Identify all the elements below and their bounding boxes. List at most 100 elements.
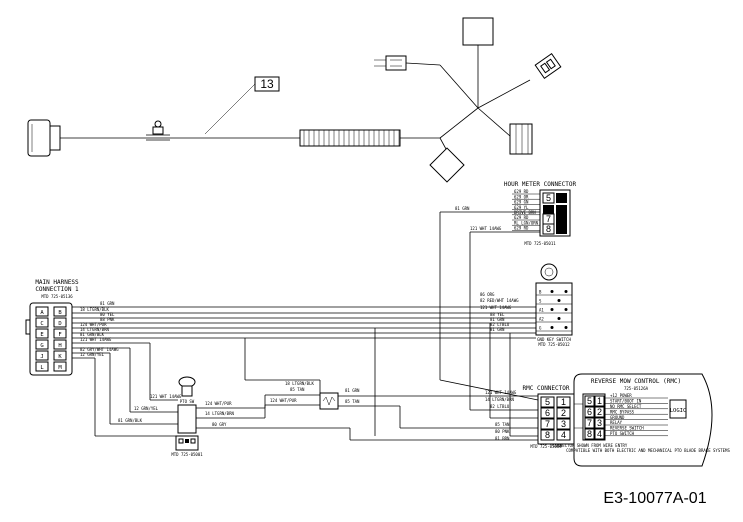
key-switch-contact xyxy=(557,317,561,320)
hour-wire-label: 121 WHT 14AWG xyxy=(470,226,502,231)
rmc-wire-label: 14 LTGRN/BRN xyxy=(485,397,514,402)
rmc-wire-label: 82 LTBLU xyxy=(490,404,510,409)
rmc-pin-label: 4 xyxy=(561,430,566,440)
rmc-pin xyxy=(556,396,571,408)
hour-pin-8: 8 xyxy=(546,224,551,234)
rmc-pin xyxy=(540,407,555,419)
harness-conduit xyxy=(299,129,401,147)
rmc-pin-label: 3 xyxy=(561,419,566,429)
reverse-part: 725-05126A xyxy=(624,386,649,391)
rmc-pin-label: 1 xyxy=(561,397,566,407)
logic-label: LOGIC xyxy=(670,408,687,414)
wire-labels: 81 GRN 18 LTGRN/BLK 80 YEL 88 PNK 124 WH… xyxy=(80,206,519,441)
relay-wire-label: 85 TAN xyxy=(290,387,305,392)
main-harness-pin xyxy=(53,328,67,339)
reverse-pin xyxy=(584,417,595,429)
hour-meter-wire-label: 629 RD xyxy=(514,226,529,231)
key-switch-contact xyxy=(557,299,561,302)
main-harness-pin xyxy=(53,306,67,317)
pto-part: MTD 725-05001 xyxy=(171,452,203,457)
key-switch-contact xyxy=(564,326,568,329)
main-harness-pin xyxy=(53,339,67,350)
reverse-pin-label: 7 xyxy=(587,418,592,428)
mh-wire-label: 82 GRY/WHT 14AWG xyxy=(80,347,119,352)
callout-box xyxy=(254,76,280,92)
reverse-pin-label: 5 xyxy=(587,396,592,406)
rmc-wire-label: 80 PNK xyxy=(495,429,510,434)
main-harness-connector: MAIN HARNESS CONNECTION 1 MTD 725-05136 … xyxy=(25,279,79,376)
reverse-wire-label: REVERSE SWITCH xyxy=(610,426,644,431)
mh-wire-label: 81 GRN xyxy=(100,301,115,306)
key-switch-icon xyxy=(540,263,558,281)
main-harness-pin-label: F xyxy=(58,332,61,338)
main-harness-pin-label: A xyxy=(40,310,44,316)
main-harness-pin-label: K xyxy=(58,354,62,360)
main-harness-pin xyxy=(53,361,67,372)
hour-meter-wire-label: 629 RD xyxy=(514,215,529,220)
main-harness-pin-label: C xyxy=(40,321,43,327)
pto-wire-label: 14 LTGRN/BRN xyxy=(205,411,234,416)
hour-meter-part: MTD 725-05011 xyxy=(524,241,556,246)
main-harness-subtitle: CONNECTION 1 xyxy=(35,286,79,293)
rmc-part: MTD 725-05084 xyxy=(530,444,562,449)
reverse-wire-label: START/BOOT IN xyxy=(610,399,642,404)
reverse-pin xyxy=(584,406,595,418)
pto-wire-label: 12 GRN/YEL xyxy=(134,406,159,411)
relay-wire-label: 81 GRN xyxy=(345,388,360,393)
rmc-pin-label: 8 xyxy=(545,430,550,440)
main-harness-pin xyxy=(35,361,49,372)
harness-right-connector xyxy=(509,123,533,155)
mh-wire-label: 12 GRN/YEL xyxy=(80,352,105,357)
main-harness-pin xyxy=(53,350,67,361)
reverse-pin-label: 2 xyxy=(597,407,602,417)
reverse-wire-label: RELAY xyxy=(610,420,623,425)
harness-clip xyxy=(146,120,170,141)
reverse-wire-label: PTO SWITCH xyxy=(610,431,635,436)
key-switch-row-label: G xyxy=(539,326,542,331)
wiring-lines xyxy=(72,211,583,441)
reverse-wire-label: RMC BYPASS xyxy=(610,409,635,414)
relay-wire-label: 85 TAN xyxy=(345,399,360,404)
mh-wire-label: 14 LTGRN/BRN xyxy=(80,327,109,332)
hour-meter-wire-label: 629 YL xyxy=(514,205,529,210)
main-harness-pin-label: B xyxy=(58,310,62,316)
main-harness-pin-label: E xyxy=(40,332,43,338)
hour-meter-wire-label: 629 GN xyxy=(514,200,529,205)
rmc-pin xyxy=(556,418,571,430)
key-switch-row-label: S xyxy=(539,299,542,304)
pto-wire-label: 124 WHT/PUR xyxy=(205,401,232,406)
reverse-pin xyxy=(594,428,605,440)
relay xyxy=(319,392,339,410)
reverse-pin-label: 6 xyxy=(587,407,592,417)
key-wire-label: 82 RED/WHT 14AWG xyxy=(480,298,519,303)
hour-meter-wire-label: 629 OR xyxy=(514,194,529,199)
harness-illustration: 13 xyxy=(27,17,562,183)
pto-wire-label: 80 GRY xyxy=(212,422,227,427)
key-wire-label: 86 ORG xyxy=(480,292,495,297)
harness-angled-connector xyxy=(534,53,562,79)
harness-diamond-connector xyxy=(429,147,465,183)
main-harness-pin xyxy=(35,306,49,317)
main-harness-pin-label: L xyxy=(40,365,44,371)
reverse-pin xyxy=(584,428,595,440)
reverse-note-left: CONNECTOR SHOWN FROM WIRE ENTRY xyxy=(553,443,628,448)
hour-meter-wire-label: RL LGN/ORN xyxy=(514,220,539,225)
rmc-pin xyxy=(540,418,555,430)
reverse-pin xyxy=(594,406,605,418)
hour-pin-7: 7 xyxy=(546,214,551,224)
main-harness-pin-label: G xyxy=(40,343,43,349)
main-harness-part: MTD 725-05136 xyxy=(41,294,73,299)
hour-meter-title: HOUR METER CONNECTOR xyxy=(504,181,577,188)
main-harness-pin xyxy=(35,328,49,339)
rmc-wire-label: 85 TAN xyxy=(495,422,510,427)
reverse-wire-label: NO RMC SELECT xyxy=(610,404,642,409)
key-switch-row-label: A1 xyxy=(539,308,544,313)
left-harness-connector xyxy=(27,119,51,157)
drawing-code: E3-10077A-01 xyxy=(603,490,706,507)
reverse-wire-label: GROUND xyxy=(610,415,625,420)
main-harness-pin-label: D xyxy=(58,321,61,327)
pto-wire-label: 81 GRN/BLK xyxy=(118,418,143,423)
key-wire-label: 81 GRN xyxy=(490,327,505,332)
